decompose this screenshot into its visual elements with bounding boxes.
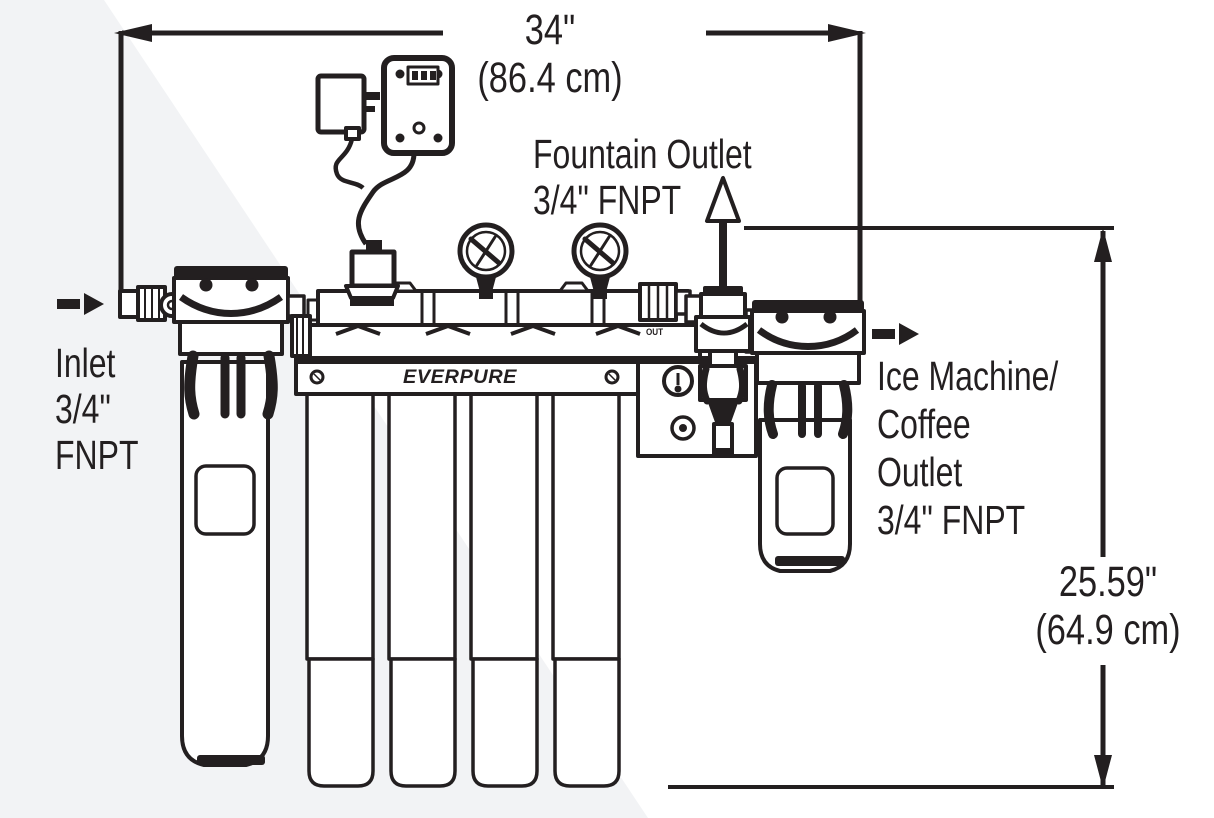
ice-machine-outlet-label: Ice Machine/ Coffee Outlet 3/4" FNPT xyxy=(877,353,1059,543)
height-dimension-metric: (64.9 cm) xyxy=(1035,606,1181,654)
dimension-height xyxy=(668,226,1114,789)
thermometer-icon xyxy=(662,365,694,397)
pressure-gauge-right xyxy=(571,222,629,299)
port-ring-icon xyxy=(670,415,696,441)
height-dimension-inches: 25.59" xyxy=(1058,558,1158,606)
width-dimension-inches: 34" xyxy=(524,6,576,54)
everpure-logo: EVERPURE xyxy=(403,367,517,388)
fountain-outlet-arrow xyxy=(705,176,741,290)
pressure-gauge-left xyxy=(457,222,515,299)
height-dimension-label: 25.59" (64.9 cm) xyxy=(1022,558,1195,654)
inlet-arrow xyxy=(57,293,104,315)
ice-outlet-arrow xyxy=(872,323,919,345)
center-cartridges xyxy=(305,391,621,788)
power-adapter xyxy=(315,73,380,190)
width-dimension-label: 34" (86.4 cm) xyxy=(450,6,650,102)
width-dimension-metric: (86.4 cm) xyxy=(477,54,623,102)
inlet-label: Inlet 3/4" FNPT xyxy=(55,340,139,478)
controller-box xyxy=(355,55,455,246)
dimension-width xyxy=(114,24,866,302)
manifold-out-port-label: OUT xyxy=(646,327,664,337)
fountain-outlet-label: Fountain Outlet 3/4" FNPT xyxy=(533,131,752,223)
right-filter-unit xyxy=(750,300,866,573)
solenoid-valve xyxy=(344,240,400,306)
